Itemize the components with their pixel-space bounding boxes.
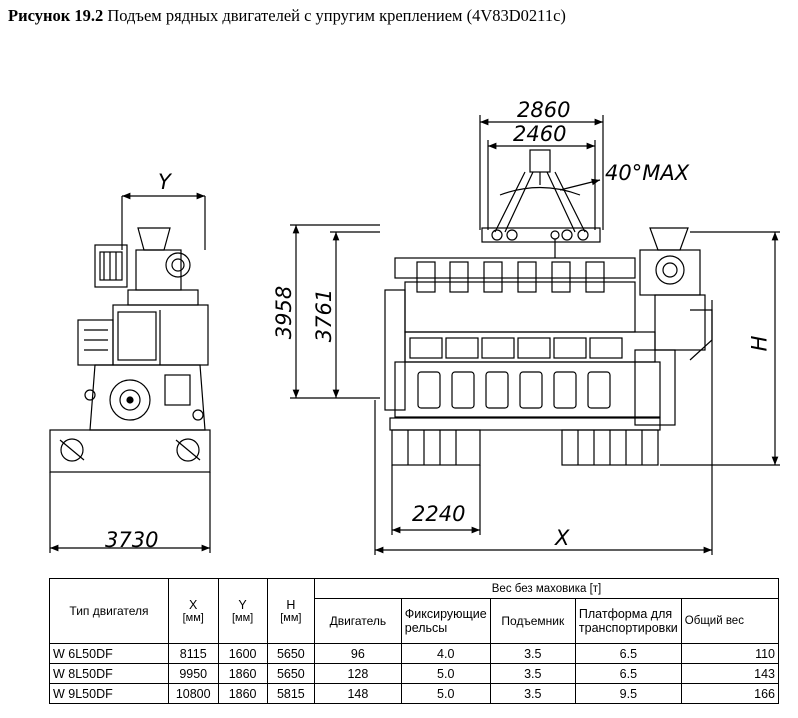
side-view	[290, 115, 780, 555]
header-weight-lift: Подъемник	[489, 598, 576, 644]
header-engine-type: Тип двигателя	[49, 578, 169, 644]
header-y: Y [мм]	[217, 578, 268, 644]
dim-3958-label: 3958	[272, 285, 297, 340]
dim-2860-label: 2860	[517, 98, 571, 122]
header-weight-rails: Фиксирующие рельсы	[400, 598, 491, 644]
header-weight-group: Вес без маховика [т]	[314, 578, 779, 599]
header-weight-engine: Двигатель	[314, 598, 402, 644]
engine-lifting-drawing	[49, 115, 780, 555]
dim-3730-label: 3730	[105, 528, 159, 552]
angle-label: 40°MAX	[605, 161, 690, 185]
figure-title: Подъем рядных двигателей с упругим крепл…	[107, 6, 566, 25]
table-row: W 6L50DF 8115 1600 5650 96 4.0 3.5 6.5 1…	[49, 643, 780, 664]
header-weight-platform: Платформа для транспортировки	[574, 598, 682, 644]
front-view	[49, 192, 211, 553]
dim-h-label: H	[747, 335, 772, 352]
engine-spec-table: Тип двигателя X [мм] Y [мм] H [мм] Вес б…	[49, 578, 780, 704]
dim-2240-label: 2240	[412, 502, 466, 526]
header-weight-total: Общий вес	[680, 598, 780, 644]
figure-label: Рисунок 19.2	[8, 6, 104, 25]
dim-x-label: X	[555, 526, 570, 550]
dim-y-label: Y	[158, 170, 171, 194]
header-h: H [мм]	[266, 578, 316, 644]
dim-2460-label: 2460	[513, 122, 567, 146]
table-header-row-2: Двигатель Фиксирующие рельсы Подъемник П…	[50, 598, 780, 644]
table-row: W 8L50DF 9950 1860 5650 128 5.0 3.5 6.5 …	[49, 663, 780, 684]
table-row: W 9L50DF 10800 1860 5815 148 5.0 3.5 9.5…	[49, 683, 780, 704]
header-x: X [мм]	[167, 578, 219, 644]
figure-caption: Рисунок 19.2 Подъем рядных двигателей с …	[8, 6, 788, 30]
dim-3761-label: 3761	[312, 288, 337, 343]
table-header-row-1: Тип двигателя X [мм] Y [мм] H [мм] Вес б…	[49, 578, 779, 644]
